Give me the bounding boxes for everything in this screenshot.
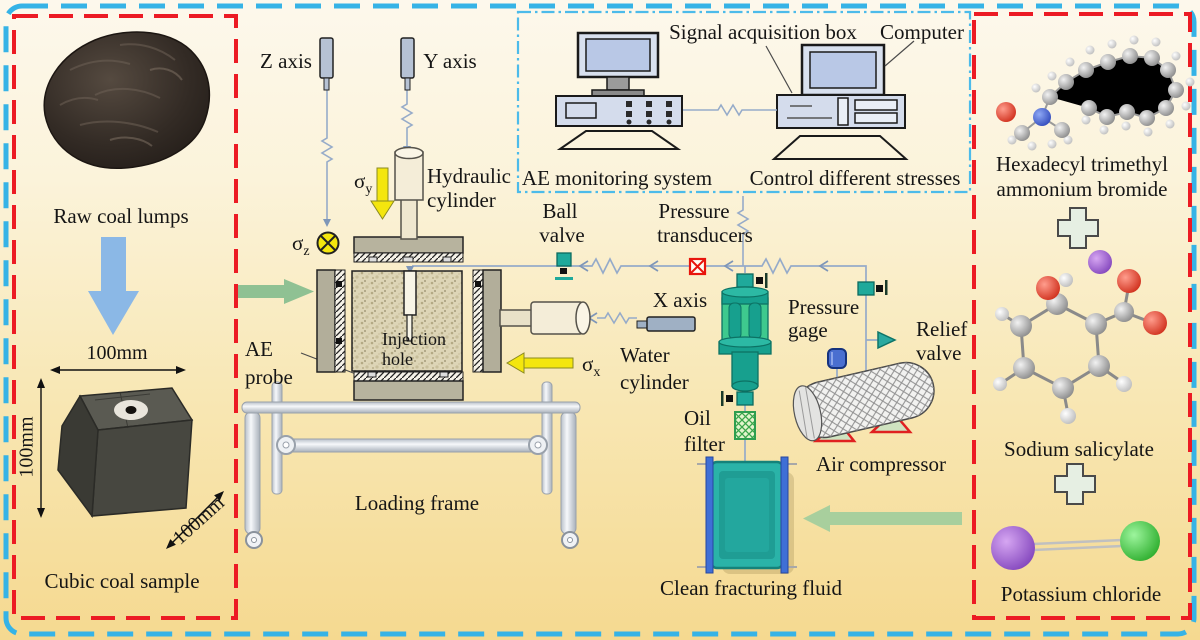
cubic-coal-label: Cubic coal sample (44, 569, 200, 593)
computer-label: Computer (880, 20, 964, 44)
chloride-atom (1120, 521, 1160, 561)
ae-monitoring-computer (555, 31, 683, 150)
hydraulic-label-2: cylinder (427, 188, 496, 212)
relief-valve-label-2: valve (916, 341, 962, 365)
left-platen (316, 269, 346, 373)
sigma-y-label: σy (354, 169, 373, 198)
sodium-atom (1088, 250, 1112, 274)
ball-valve-label-2: valve (539, 223, 585, 247)
bottom-platen (353, 371, 464, 401)
dimension-left-label: 100mm (15, 416, 38, 478)
raw-coal-lump-photo (43, 31, 211, 169)
pressure-transducers-label-2: transducers (657, 223, 753, 247)
hydraulic-label-1: Hydraulic (427, 164, 511, 188)
valve-icon-water-top (736, 273, 768, 288)
signal-acquisition-label: Signal acquisition box (669, 20, 857, 44)
green-arrow-fluid (803, 505, 962, 532)
monitoring-box-border (516, 10, 972, 194)
ctab-label-2: ammonium bromide (996, 177, 1168, 201)
fluid-container-icon (697, 456, 797, 574)
raw-coal-label: Raw coal lumps (53, 204, 189, 228)
control-computer (771, 43, 909, 160)
top-platen (353, 236, 464, 263)
pressure-transducer-icon (688, 257, 707, 276)
x-axis-sensor-icon (636, 316, 696, 332)
sigma-x-label: σx (582, 352, 601, 381)
oil-filter-icon (734, 411, 756, 440)
injection-label-2: hole (382, 349, 413, 369)
bromide-atom (996, 102, 1016, 122)
ae-probe-label-2: probe (245, 365, 293, 389)
sodium-salicylate-label: Sodium salicylate (1004, 437, 1154, 461)
signal-lines (320, 90, 777, 325)
air-compressor-label: Air compressor (815, 452, 947, 476)
dimension-top-label: 100mm (86, 342, 148, 364)
outer-dashed-border (3, 3, 1197, 637)
ball-valve-icon (555, 252, 573, 280)
ae-probe-label-1: AE (245, 337, 273, 361)
z-axis-sensor-icon (319, 37, 334, 91)
pressure-transducers-label-1: Pressure (658, 199, 730, 223)
plus-icon-1 (1057, 207, 1099, 249)
water-cylinder-label-2: cylinder (620, 370, 689, 394)
pressure-gage-label-1: Pressure (788, 295, 860, 319)
water-cylinder-label-1: Water (620, 343, 670, 367)
loading-frame-label: Loading frame (354, 491, 480, 515)
ae-system-label: AE monitoring system (521, 166, 713, 190)
nitrogen-atom (1033, 108, 1051, 126)
green-arrow-into-rig (238, 279, 314, 304)
oil-filter-label-2: filter (684, 432, 725, 456)
sigma-x-arrow (506, 352, 574, 374)
cubic-coal-sample-photo (57, 387, 194, 519)
oil-filter-label-1: Oil (684, 406, 711, 430)
relief-valve-label-1: Relief (916, 317, 968, 341)
kcl-molecule (991, 521, 1160, 570)
y-axis-label: Y axis (423, 49, 477, 73)
ball-valve-label-1: Ball (542, 199, 578, 223)
down-arrow (88, 237, 139, 335)
right-platen (472, 269, 502, 373)
control-stresses-label: Control different stresses (749, 166, 961, 190)
valve-icon-compressor-branch (857, 280, 888, 296)
plus-icon-2 (1054, 463, 1096, 505)
fluid-label: Clean fracturing fluid (660, 576, 842, 600)
pressure-gage-icon (827, 348, 847, 369)
loading-frame (241, 381, 581, 549)
x-axis-label: X axis (652, 288, 708, 312)
pressure-gage-label-2: gage (788, 318, 828, 342)
y-axis-sensor-icon (400, 37, 415, 91)
right-panel-border (972, 12, 1192, 620)
injection-label-1: Injection (382, 329, 446, 349)
ctab-label-1: Hexadecyl trimethyl (995, 152, 1169, 176)
left-panel-border (12, 14, 238, 620)
relief-valve-icon (877, 330, 897, 350)
coal-sample-block (351, 270, 463, 372)
z-axis-label: Z axis (260, 49, 312, 73)
horizontal-piston-icon (499, 301, 591, 335)
ctab-molecule (996, 35, 1195, 151)
air-compressor-icon (792, 361, 935, 443)
sigma-y-arrow (370, 167, 395, 220)
sigma-z-label: σz (292, 231, 310, 260)
hydraulic-cylinder-icon (394, 146, 424, 240)
dimension-arrows (37, 366, 224, 549)
valve-icon-water-bottom (721, 391, 754, 406)
sodium-salicylate-molecule (993, 250, 1167, 424)
sigma-z-symbol (316, 231, 340, 255)
potassium-chloride-label: Potassium chloride (1000, 582, 1162, 606)
water-cylinder-icon (718, 286, 772, 392)
potassium-atom (991, 526, 1035, 570)
